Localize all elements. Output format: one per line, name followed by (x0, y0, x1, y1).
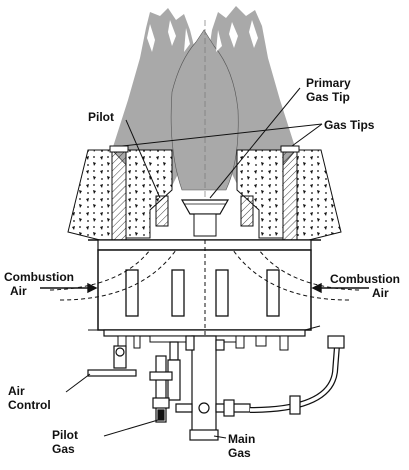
leader-lines (65, 87, 323, 439)
air-control-handle (87, 369, 137, 377)
label-primary-gas-tip-line2: Gas Tip (306, 90, 350, 104)
pilot-gas-pipe (155, 355, 167, 423)
flame-highlights (147, 20, 258, 52)
label-air-control-line2: Control (8, 398, 51, 412)
main-gas-pipe (191, 335, 217, 437)
label-gas-tips: Gas Tips (324, 118, 374, 132)
gas-tip-left-pipe (111, 147, 127, 241)
label-pilot-gas-line1: Pilot (52, 428, 78, 442)
label-pilot-text: Pilot (88, 110, 114, 124)
label-pilot-gas-line2: Gas (52, 442, 75, 456)
windbox (40, 239, 369, 351)
label-combustion-air-left-line2: Air (10, 284, 27, 298)
label-air-control: Air Control (8, 384, 51, 412)
air-slot-1 (125, 269, 139, 317)
label-combustion-air-right-line1: Combustion (330, 272, 400, 286)
air-slot-4 (266, 269, 280, 317)
label-primary-gas-tip-line1: Primary (306, 76, 351, 90)
air-slot-2 (171, 269, 185, 317)
tile-left (67, 149, 113, 241)
piping (87, 335, 345, 441)
primary-gas-tip (180, 199, 230, 215)
label-pilot-gas: Pilot Gas (52, 428, 78, 456)
label-combustion-air-right: Combustion Air (330, 272, 400, 300)
label-combustion-air-left-line1: Combustion (4, 270, 74, 284)
gas-tip-right-pipe (282, 147, 298, 241)
air-slot-3 (215, 269, 229, 317)
combustion-air-arrows (40, 282, 369, 294)
label-main-gas: Main Gas (228, 432, 255, 460)
label-main-gas-line2: Gas (228, 446, 251, 460)
label-combustion-air-left: Combustion Air (4, 270, 74, 298)
label-pilot: Pilot (88, 110, 114, 124)
label-air-control-line1: Air (8, 384, 25, 398)
label-main-gas-line1: Main (228, 432, 256, 446)
tile-right (296, 149, 342, 241)
label-primary-gas-tip: Primary Gas Tip (306, 76, 351, 104)
label-combustion-air-right-line2: Air (372, 286, 389, 300)
label-gas-tips-text: Gas Tips (324, 118, 375, 132)
